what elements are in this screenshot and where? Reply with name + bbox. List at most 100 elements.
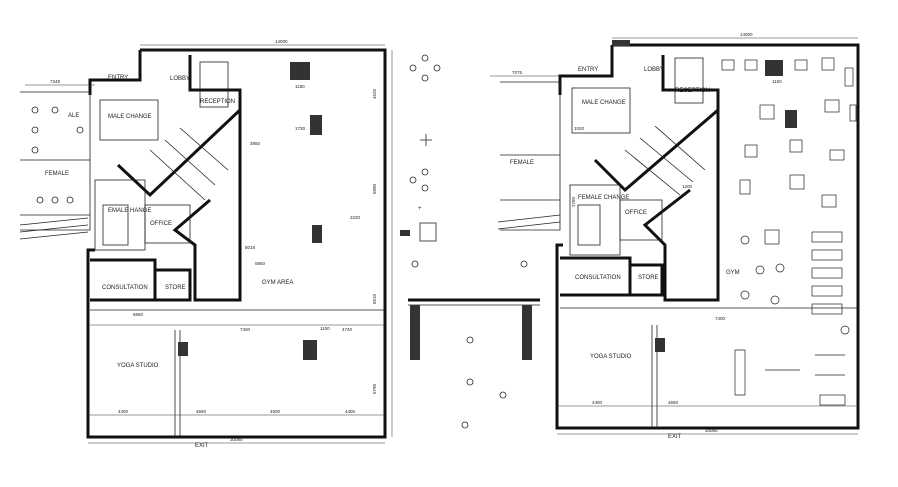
right-female-bench	[577, 204, 601, 246]
right-label-entry: ENTRY	[578, 67, 598, 73]
left-consultation-wall	[90, 258, 157, 302]
right-reception-desk	[674, 57, 704, 104]
right-dim-bottom-total: 30080	[705, 428, 718, 433]
left-dim-mid-mid: 7400	[240, 327, 251, 332]
right-diagonal-wall-b	[642, 110, 720, 302]
right-column-top	[612, 40, 630, 46]
right-floor-plan: ENTRY LOBBY RECEPTION MALE CHANGE FEMALE…	[490, 32, 860, 440]
left-label-male-wc: ALE	[68, 113, 79, 119]
detail-grid-bubble-6	[461, 421, 469, 429]
detail-post-left	[410, 305, 420, 360]
detail-post-right	[522, 305, 532, 360]
right-stair-lines	[497, 214, 561, 230]
right-dim-mid-left: 7400	[715, 316, 726, 321]
right-consultation-wall	[560, 256, 632, 297]
left-female-change-room	[94, 179, 146, 251]
left-dim-bot-c: 4500	[270, 409, 281, 414]
right-dim-bot-a: 4400	[592, 400, 603, 405]
right-office	[619, 199, 663, 241]
left-dim-1180: 1180	[295, 84, 305, 89]
detail-grid-bubble-3	[466, 336, 474, 344]
right-label-office: OFFICE	[625, 210, 647, 216]
left-wc-fixtures	[31, 106, 84, 204]
left-dim-1730: 1730	[295, 126, 306, 131]
left-dim-mid-right: 4740	[342, 327, 353, 332]
left-column-2	[310, 115, 322, 135]
left-label-office: OFFICE	[150, 221, 172, 227]
left-label-reception: RECEPTION	[200, 99, 235, 105]
left-dim-5950: 5950	[255, 261, 266, 266]
left-dim-2220: 2220	[350, 215, 361, 220]
left-corridor-lines	[149, 127, 229, 201]
detail-grid-bubble-right	[520, 260, 528, 268]
detail-symbol-2	[409, 168, 429, 192]
left-dim-3950: 3950	[250, 141, 261, 146]
right-dim-1150: 1150	[772, 79, 782, 84]
right-male-change-room	[571, 87, 631, 134]
left-wc-block	[20, 91, 91, 231]
right-label-store: STORE	[638, 275, 659, 281]
left-dim-bot-a: 4400	[118, 409, 129, 414]
detail-grid-bubble-left	[411, 260, 419, 268]
left-stair-lines	[19, 217, 89, 240]
right-dim-2760: 2760	[571, 196, 576, 207]
right-dim-top-total: 14000	[740, 32, 753, 37]
left-column-4	[303, 340, 317, 360]
left-column-5	[178, 342, 188, 356]
right-gym-equipment	[721, 57, 857, 406]
right-corridor-lines	[624, 125, 706, 196]
right-wc-block	[500, 81, 561, 231]
left-label-male-change: MALE CHANGE	[108, 114, 152, 120]
left-column-3	[312, 225, 322, 243]
left-dim-right-4: 5790	[372, 383, 377, 394]
left-dim-top-total: 14000	[275, 39, 288, 44]
left-label-female-change: EMALE HANGE	[108, 208, 151, 214]
left-dim-right-1: 4520	[372, 88, 377, 99]
detail-symbol-1	[409, 54, 441, 82]
right-dim-1200: 1200	[682, 184, 693, 189]
right-label-yoga-studio: YOGA STUDIO	[590, 354, 632, 360]
right-dim-bot-b: 4650	[668, 400, 679, 405]
right-label-female-change: FEMALE CHANGE	[578, 195, 629, 201]
detail-cross	[420, 134, 432, 146]
right-label-exit: EXIT	[668, 434, 682, 440]
left-female-bench	[102, 204, 129, 246]
detail-grid-bubble-4	[466, 378, 474, 386]
left-outer-wall	[86, 48, 387, 439]
detail-grid-bubble-5	[499, 391, 507, 399]
detail-box	[419, 222, 437, 242]
right-column-2	[785, 110, 797, 128]
left-dim-right-2: 5890	[372, 183, 377, 194]
left-reception-desk	[199, 61, 229, 108]
left-label-exit: EXIT	[195, 443, 209, 449]
right-label-lobby: LOBBY	[644, 67, 664, 73]
right-label-female: FEMALE	[510, 160, 534, 166]
right-label-consultation: CONSULTATION	[575, 275, 621, 281]
right-dim-top-left: 7075	[512, 70, 523, 75]
right-dim-1020: 1020	[574, 126, 585, 131]
right-label-gym: GYM	[726, 270, 740, 276]
left-label-entry: ENTRY	[108, 75, 128, 81]
left-dim-bot-d: 4400	[345, 409, 356, 414]
left-column-1	[290, 62, 310, 80]
right-store-wall	[630, 263, 664, 297]
left-dim-8018: 8018	[245, 245, 256, 250]
left-top-step-wall	[88, 50, 142, 95]
left-male-change-room	[99, 99, 159, 141]
left-office	[144, 204, 191, 244]
center-details: +	[400, 54, 540, 429]
left-dim-bot-b: 4650	[196, 409, 207, 414]
right-outer-wall	[555, 43, 860, 430]
left-label-gym-area: GYM AREA	[262, 280, 293, 286]
left-label-consultation: CONSULTATION	[102, 285, 148, 291]
left-dim-1100: 1100	[320, 326, 330, 331]
left-diagonal-wall-b	[172, 110, 242, 302]
left-label-store: STORE	[165, 285, 186, 291]
left-dim-mid-left: 5660	[133, 312, 144, 317]
left-label-female: FEMALE	[45, 171, 69, 177]
left-dim-right-3: 6510	[372, 293, 377, 304]
left-floor-plan: ENTRY LOBBY RECEPTION MALE CHANGE ALE FE…	[19, 39, 393, 449]
right-column-3	[655, 338, 665, 352]
detail-plus: +	[418, 206, 422, 212]
